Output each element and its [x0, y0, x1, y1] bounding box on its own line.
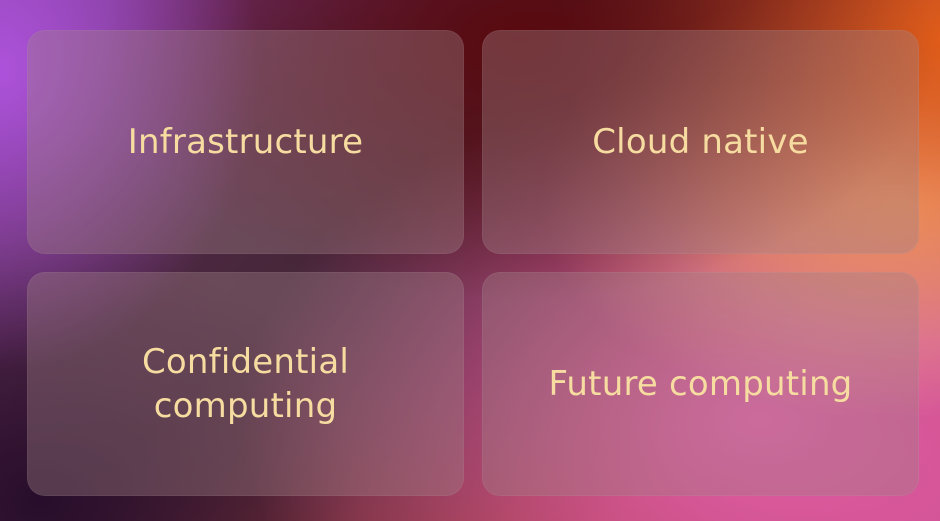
- tile-label: Future computing: [548, 364, 853, 404]
- tile-confidential-computing[interactable]: Confidential computing: [27, 272, 464, 496]
- topic-grid: Infrastructure Cloud native Confidential…: [27, 30, 919, 496]
- tile-infrastructure[interactable]: Infrastructure: [27, 30, 464, 254]
- tile-label: Confidential computing: [141, 342, 349, 426]
- tile-future-computing[interactable]: Future computing: [482, 272, 919, 496]
- tile-cloud-native[interactable]: Cloud native: [482, 30, 919, 254]
- tile-label: Infrastructure: [127, 122, 364, 162]
- tile-label: Cloud native: [592, 122, 809, 162]
